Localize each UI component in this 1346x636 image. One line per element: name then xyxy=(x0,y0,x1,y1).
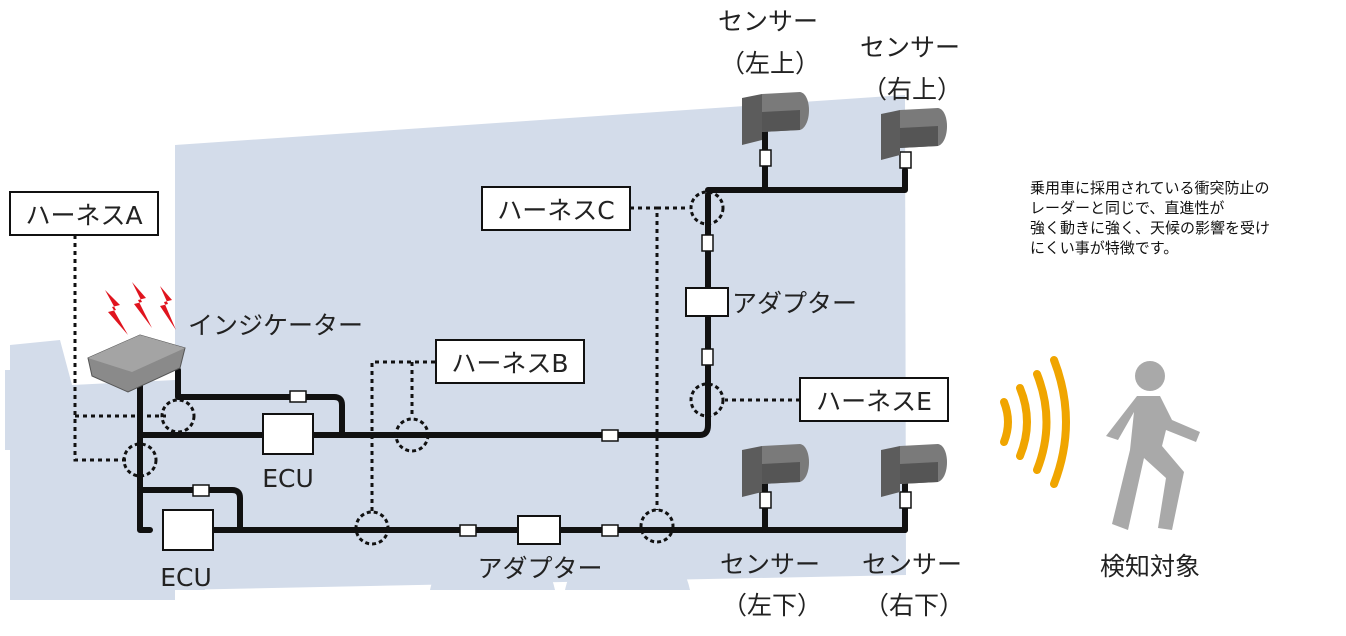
connector xyxy=(289,390,307,403)
feature-note: 乗用車に採用されている衝突防止の レーダーと同じで、直進性が 強く動きに強く、天… xyxy=(1030,178,1330,258)
pedestrian-icon xyxy=(1106,361,1200,530)
ecu-upper-box xyxy=(262,413,314,455)
feature-note-line: 乗用車に採用されている衝突防止の xyxy=(1030,179,1270,197)
sensor-bottom-right-label: センサー xyxy=(862,550,962,579)
sensor-top-left-label: センサー xyxy=(718,7,818,36)
lower-ecu-loop-cable xyxy=(137,487,243,533)
harness-a-marker xyxy=(122,442,158,478)
harness-b-label-box: ハーネスB xyxy=(435,339,585,384)
indicator-label: インジケーター xyxy=(188,311,363,340)
rear-wheel-arch-2 xyxy=(565,537,690,590)
connector xyxy=(601,429,619,442)
adapter-bottom-label: アダプター xyxy=(477,554,602,583)
harness-b-leader xyxy=(370,360,435,512)
upper-ecu-loop-cable xyxy=(175,367,345,438)
harness-b-marker xyxy=(394,417,430,453)
harness-leader-lines xyxy=(73,206,800,512)
main-trunk-cable xyxy=(137,372,153,533)
harness-markers xyxy=(122,190,725,546)
harness-c-marker xyxy=(689,190,725,226)
harness-e-label: ハーネスE xyxy=(816,387,932,416)
sensor-top-right-label: センサー xyxy=(860,33,960,62)
ecu-lower-label: ECU xyxy=(160,563,212,592)
adapter-bottom-box xyxy=(517,515,561,545)
radar-waves-icon xyxy=(1000,356,1070,488)
ecu-upper-label: ECU xyxy=(262,464,314,493)
harness-c-marker xyxy=(639,508,675,544)
adapter-vertical-label: アダプター xyxy=(732,289,857,318)
harness-c-label-box: ハーネスC xyxy=(481,186,631,231)
ecu-lower-box xyxy=(162,509,214,551)
harness-b-marker xyxy=(354,510,390,546)
middle-cable xyxy=(137,192,711,438)
harness-e-label-box: ハーネスE xyxy=(799,377,949,422)
harness-e-marker xyxy=(689,382,725,418)
connectors xyxy=(192,149,912,537)
sensor-top-right-shape xyxy=(881,108,947,160)
harness-a-label-box: ハーネスA xyxy=(9,191,159,236)
sensor-top-right-position: （右上） xyxy=(862,75,962,104)
harness-b-label: ハーネスB xyxy=(451,349,568,378)
indicator-device xyxy=(87,334,186,393)
connector xyxy=(759,149,772,167)
feature-note-line: レーダーと同じで、直進性が xyxy=(1030,199,1225,217)
sensor-bottom-right-position: （右下） xyxy=(864,591,964,620)
feature-note-line: 強く動きに強く、天候の影響を受け xyxy=(1030,219,1271,237)
sensor-bottom-right-shape xyxy=(881,444,947,497)
sensor-bottom-left-position: （左下） xyxy=(722,591,822,620)
truck-cab xyxy=(10,340,175,600)
adapter-vertical-box xyxy=(685,287,729,317)
harness-a-marker xyxy=(160,398,196,434)
connector xyxy=(899,151,912,169)
harness-c-label: ハーネスC xyxy=(497,196,614,225)
connector xyxy=(192,484,210,497)
connector xyxy=(759,491,772,509)
harness-a-label: ハーネスA xyxy=(25,201,142,230)
top-sensor-cable xyxy=(705,167,908,193)
connector xyxy=(701,234,714,252)
connector xyxy=(601,524,619,537)
harness-a-leader xyxy=(73,235,128,462)
sensor-bottom-left-shape xyxy=(742,444,809,497)
rear-wheel-arch-1 xyxy=(430,537,555,590)
feature-note-line: にくい事が特徴です。 xyxy=(1030,239,1179,257)
sensor-top-left-position: （左上） xyxy=(720,49,820,78)
sensor-top-left-shape xyxy=(742,92,809,145)
sensor-bottom-left-label: センサー xyxy=(720,550,820,579)
connector xyxy=(899,491,912,509)
alert-icon xyxy=(105,282,176,335)
connector xyxy=(459,524,477,537)
connector xyxy=(701,348,714,366)
target-label: 検知対象 xyxy=(1100,552,1200,581)
truck-mirror xyxy=(5,370,10,450)
